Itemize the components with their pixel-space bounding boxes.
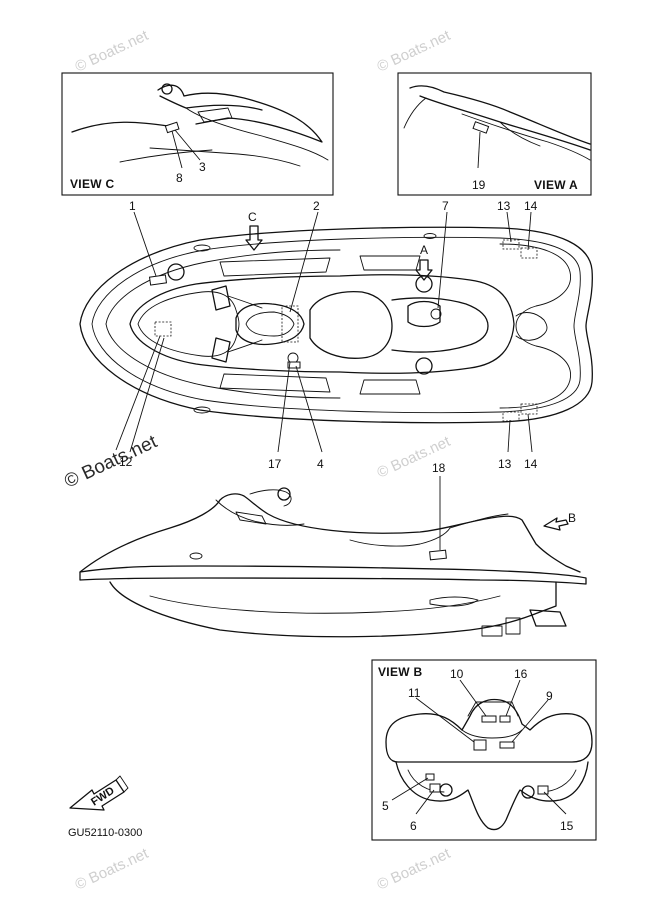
decal-4-top: [287, 361, 301, 369]
watermark-top-left: © Boats.net: [73, 27, 152, 76]
watermark-bottom-right: © Boats.net: [375, 845, 454, 894]
view-b-title: VIEW B: [378, 665, 423, 679]
callout-6: 6: [410, 819, 417, 833]
arrow-a-label: A: [420, 243, 428, 257]
watermark-bottom-left: © Boats.net: [73, 845, 152, 894]
callout-10: 10: [450, 667, 464, 681]
decal-9: [499, 741, 515, 749]
callout-4: 4: [317, 457, 324, 471]
callout-15: 15: [560, 819, 574, 833]
callout-9: 9: [546, 689, 553, 703]
decal-18: [429, 549, 447, 561]
callout-2: 2: [313, 199, 320, 213]
callout-13-upper: 13: [497, 199, 511, 213]
callout-11: 11: [408, 686, 421, 700]
inset-view-a: 19 VIEW A: [397, 72, 592, 196]
decal-6: [429, 783, 441, 793]
callout-7: 7: [442, 199, 449, 213]
hull-outline-top: [79, 226, 593, 424]
callout-19: 19: [472, 178, 486, 192]
callout-12: 12: [119, 455, 133, 469]
watermark-main: © Boats.net: [61, 431, 161, 492]
hull-gunwale-side: [79, 565, 587, 585]
decal-11: [473, 739, 487, 751]
fwd-arrow: FWD: [69, 775, 129, 811]
callout-14-lower: 14: [524, 457, 538, 471]
view-c-title: VIEW C: [70, 177, 115, 191]
watermark-top-right: © Boats.net: [375, 27, 454, 76]
arrow-b: [543, 517, 569, 531]
side-view: 18 B: [79, 461, 587, 638]
inset-view-b: VIEW B 11 10 16 9 5 6 15: [371, 659, 597, 841]
callout-8: 8: [176, 171, 183, 185]
decal-10: [481, 715, 497, 723]
decal-14-top-lower: [520, 403, 538, 415]
decal-15: [537, 785, 549, 795]
callout-14-upper: 14: [524, 199, 538, 213]
callout-18: 18: [432, 461, 446, 475]
callout-17: 17: [268, 457, 282, 471]
view-a-title: VIEW A: [534, 178, 578, 192]
inset-view-c: 8 3 VIEW C: [61, 72, 334, 196]
decal-13-top-lower: [502, 411, 520, 422]
decal-12-top: [154, 321, 172, 337]
arrow-c-label: C: [248, 210, 257, 224]
decal-14-top-upper: [520, 247, 538, 259]
arrow-a: [415, 259, 433, 281]
decal-1-top: [148, 274, 168, 286]
view-a-frame: [397, 72, 592, 196]
decal-2-top: [281, 305, 299, 343]
decal-5: [425, 773, 435, 781]
decal-19: [472, 121, 490, 134]
callout-13-lower: 13: [498, 457, 512, 471]
callout-16: 16: [514, 667, 528, 681]
decal-16: [499, 715, 511, 723]
top-view: C A 1 2 7 13 14 12 17 4 13 14: [79, 199, 593, 471]
arrow-c: [245, 225, 263, 251]
arrow-b-label: B: [568, 511, 576, 525]
decal-8: [164, 121, 180, 134]
callout-3: 3: [199, 160, 206, 174]
diagram-code: GU52110-0300: [68, 827, 142, 839]
callout-1: 1: [129, 199, 136, 213]
callout-5: 5: [382, 799, 389, 813]
